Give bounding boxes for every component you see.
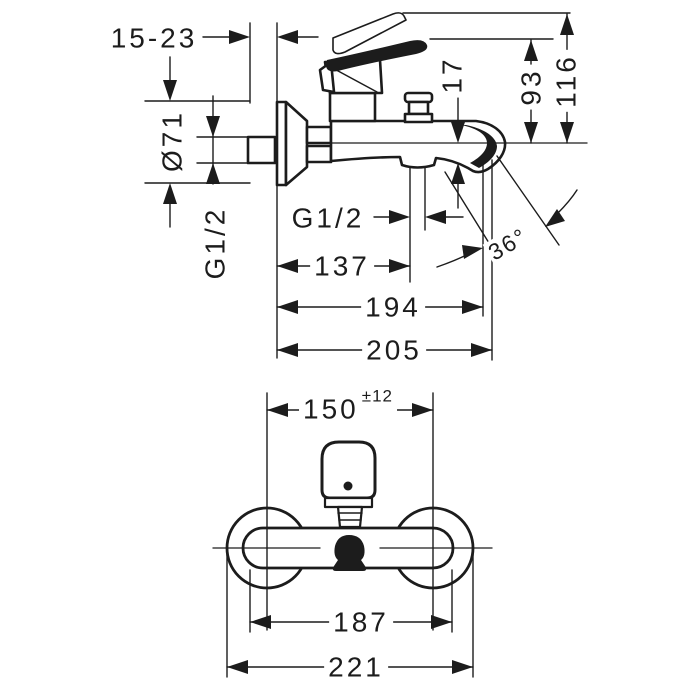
lever-blade (326, 40, 428, 72)
handle-dot (343, 481, 353, 491)
dim-projection-spout: 194 (361, 292, 425, 322)
dim-connection-spacing-value: 150 (303, 393, 359, 425)
side-view-arrowheads (163, 14, 574, 357)
dim-projection-outlet: 137 (310, 251, 374, 281)
dim-height-body: 93 (515, 64, 546, 110)
cartridge-block (328, 91, 377, 123)
mixer-body (329, 119, 507, 174)
pivot-cone (336, 505, 364, 529)
dim-connection-spacing: 150 ±12 (299, 387, 397, 425)
spout-shading (461, 125, 497, 168)
diverter-front (332, 535, 367, 571)
escutcheon-cone (284, 100, 309, 187)
side-view-drawing (246, 12, 588, 187)
dim-escutcheon-diameter: Ø71 (156, 106, 187, 176)
dim-inlet-thread: G1/2 (199, 202, 230, 284)
escutcheon-plate (275, 100, 288, 187)
front-view-arrowheads (227, 403, 473, 674)
dim-spout-drop: 17 (436, 52, 467, 98)
dim-connection-tolerance: ±12 (361, 386, 393, 406)
union-nut-bottom (305, 144, 333, 164)
dim-overall-width: 221 (324, 652, 388, 682)
diverter-cap (403, 91, 434, 104)
dim-wall-depth: 15-23 (106, 23, 202, 53)
diverter-neck (407, 100, 430, 116)
pipe-stub (246, 135, 277, 165)
dim-body-width: 187 (329, 607, 393, 637)
front-view-drawing (212, 440, 493, 590)
union-nut-top (305, 125, 333, 145)
dim-projection-total: 205 (362, 335, 426, 365)
diverter-base (403, 112, 434, 124)
pivot-collar (323, 496, 374, 509)
lever-raised-outline (332, 12, 407, 55)
dim-height-total: 116 (550, 50, 581, 112)
dim-outlet-thread: G1/2 (287, 203, 369, 233)
